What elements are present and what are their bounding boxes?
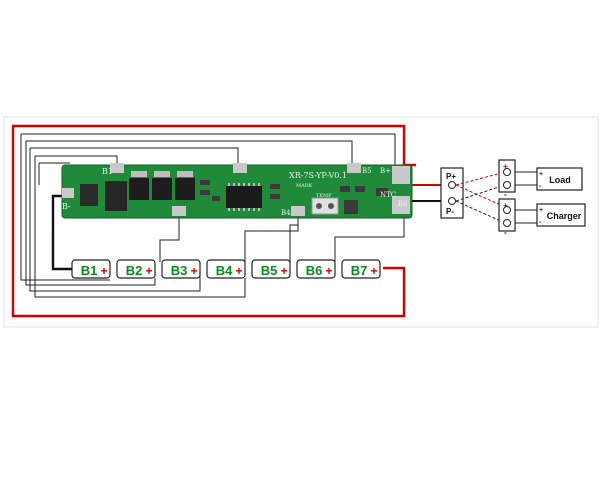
mosfet-4 [105,181,127,211]
mosfet-2 [152,178,172,200]
diagram-frame [3,116,599,328]
cell-plus: + [190,264,197,278]
charger-plus-sign: + [503,201,508,210]
temp-connector [311,197,339,215]
cell-label: B2 [126,263,143,278]
mosfet-3 [175,178,195,200]
charger-plus-mark: + [539,207,543,214]
cell-plus: + [370,264,377,278]
cell-label: B3 [171,263,188,278]
load-plus-mark: + [539,171,543,178]
cell-label: B5 [261,263,278,278]
mosfet-1 [129,178,149,200]
charger-minus-mark: - [539,219,542,226]
battery-cell: B6 + [296,259,336,279]
cell-label: B6 [306,263,323,278]
main-positive-wire [11,124,416,318]
bms-ic [226,186,262,208]
p-minus-label: P- [446,207,454,216]
pad-label-mark: MARK [296,183,312,189]
cell-plus: + [325,264,332,278]
pad-label-b-plus: B+ [380,167,391,175]
mosfet-5 [80,184,98,206]
load-minus-mark: - [539,183,542,190]
pad-label-b-minus: B- [62,202,71,211]
battery-cell: B2 + [116,259,156,279]
output-terminal-block: P+ P- [440,167,464,219]
charger-minus-sign: - [504,228,507,237]
cell-plus: + [145,264,152,278]
load-label: Load [549,175,571,185]
cell-plus: + [100,264,107,278]
charger-label: Charger [547,211,582,221]
pad-label-temp: TEMP [316,193,332,199]
load-plus-sign: + [503,162,508,171]
pad-label-b4: B4 [281,209,291,217]
cell-plus: + [235,264,242,278]
pcb-model: XR-7S-YP-V0.1 [289,171,347,180]
battery-cell: B3 + [161,259,201,279]
battery-cell: B4 + [206,259,246,279]
cell-label: B4 [216,263,233,278]
battery-cell: B1 + [71,259,111,279]
battery-cells: B1 + B2 + B3 + B4 + B5 + B6 + [71,259,381,279]
p-plus-terminal [448,181,456,189]
battery-cell: B5 + [251,259,291,279]
load-minus-sign: - [504,190,507,199]
sense-wires [20,133,405,298]
p-plus-label: P+ [446,172,456,181]
cell-label: B7 [351,263,368,278]
pad-label-b5: B5 [362,167,372,175]
dashed-connections [455,171,506,224]
bms-pcb: XR-7S-YP-V0.1 B1 B- B4 B5 B+ B6 NTC TEMP… [61,163,413,219]
cell-label: B1 [81,263,98,278]
pad-label-b1: B1 [102,167,113,176]
battery-cell: B7 + [341,259,381,279]
pad-label-ntc: NTC [380,191,396,199]
cell-plus: + [280,264,287,278]
charger-device: + - + - Charger [498,198,586,237]
pad-label-b6: B6 [398,200,408,208]
load-device: + - + - Load [498,159,583,199]
p-minus-terminal [448,197,456,205]
